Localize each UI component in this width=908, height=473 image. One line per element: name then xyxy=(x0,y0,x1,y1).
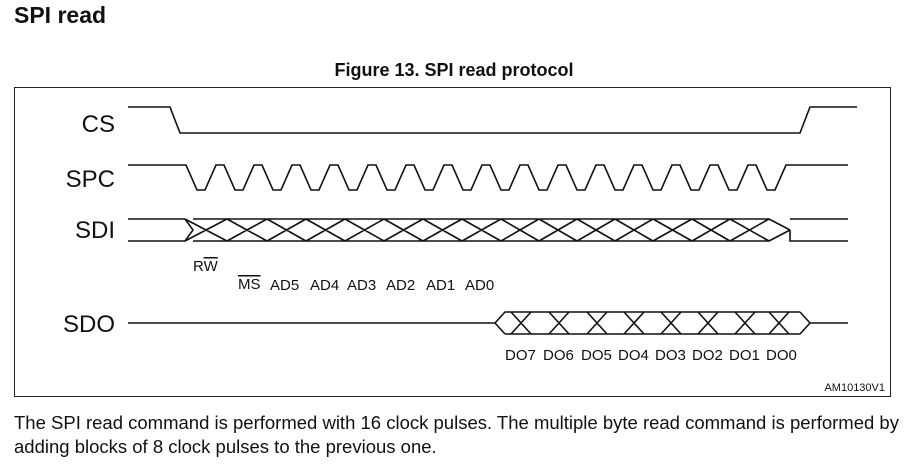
do4-label: DO4 xyxy=(618,347,649,364)
do6-label: DO6 xyxy=(543,347,574,364)
do2-label: DO2 xyxy=(692,347,723,364)
do5-label: DO5 xyxy=(581,347,612,364)
spc-label: SPC xyxy=(66,166,115,193)
sdi-label: SDI xyxy=(75,217,115,244)
ad4-label: AD4 xyxy=(310,277,339,294)
sdo-label: SDO xyxy=(63,311,115,338)
ad3-label: AD3 xyxy=(347,277,376,294)
do0-label: DO0 xyxy=(766,347,797,364)
sdo-waveform xyxy=(128,311,848,335)
rw-bar-text: W xyxy=(204,258,219,275)
ms-bit-label: MS xyxy=(238,276,261,293)
ad0-label: AD0 xyxy=(465,277,494,294)
do3-label: DO3 xyxy=(655,347,686,364)
rw-bit-label: RW xyxy=(193,258,219,275)
sdi-waveform xyxy=(128,218,848,242)
ad5-label: AD5 xyxy=(270,277,299,294)
ad1-label: AD1 xyxy=(426,277,455,294)
figure-title: Figure 13. SPI read protocol xyxy=(334,60,574,80)
cs-label: CS xyxy=(82,111,115,138)
figure-frame xyxy=(14,87,891,397)
spc-waveform xyxy=(128,164,848,191)
section-heading: SPI read xyxy=(14,2,107,28)
do7-label: DO7 xyxy=(505,347,536,364)
cs-waveform xyxy=(128,106,857,134)
figure-id: AM10130V1 xyxy=(824,382,885,394)
ad2-label: AD2 xyxy=(386,277,415,294)
do1-label: DO1 xyxy=(729,347,760,364)
description-text: The SPI read command is performed with 1… xyxy=(14,412,899,457)
